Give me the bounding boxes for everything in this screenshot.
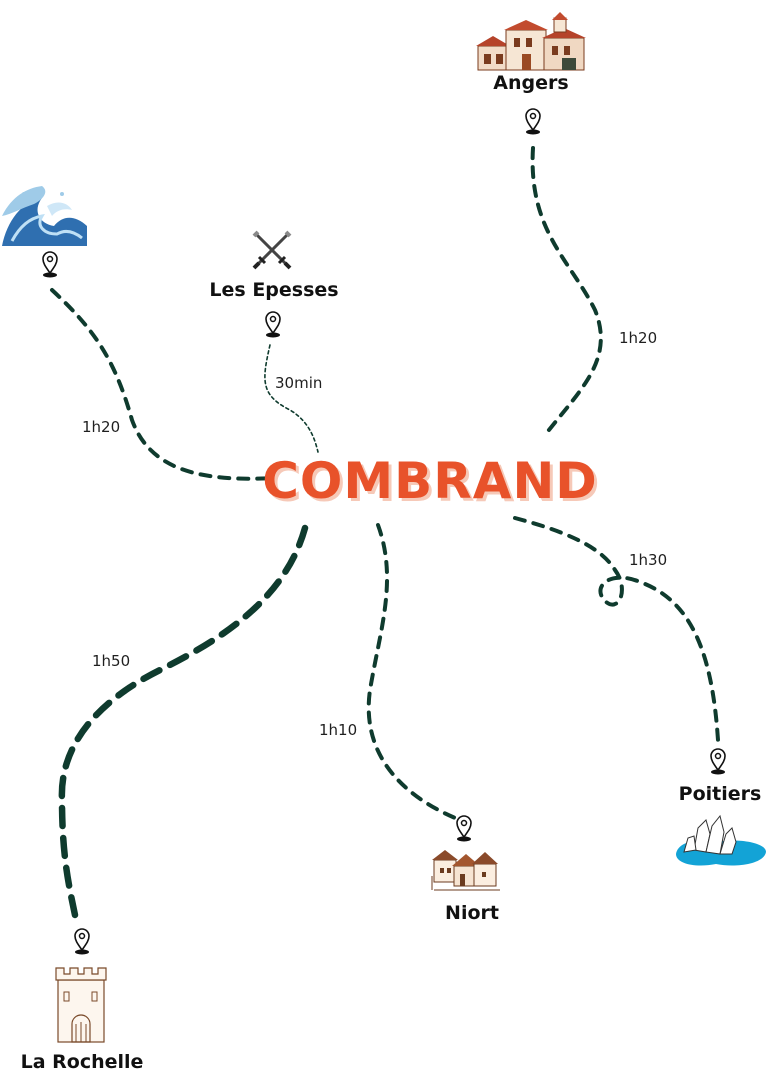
- route-poitiers: [513, 516, 720, 742]
- crystal-lake-icon: [676, 814, 766, 866]
- ocean-wave-icon: [2, 186, 87, 246]
- pin-icon-larochelle: [74, 928, 90, 955]
- pin-icon-niort: [456, 815, 472, 842]
- tower-icon: [55, 967, 107, 1043]
- duration-label-niort: 1h10: [319, 721, 358, 739]
- duration-label-angers: 1h20: [619, 329, 658, 347]
- pin-icon-poitiers: [710, 748, 726, 775]
- center-town-label: COMBRAND: [262, 452, 598, 510]
- pin-icon-angers: [525, 108, 541, 135]
- pin-icon-coast: [42, 251, 58, 278]
- route-epesses: [264, 344, 319, 453]
- city-label-les-epesses: Les Epesses: [209, 279, 339, 301]
- pin-icon-epesses: [265, 311, 281, 338]
- route-niort: [366, 523, 462, 822]
- village-houses-icon: [431, 850, 500, 891]
- duration-label-coast: 1h20: [82, 418, 121, 436]
- city-label-poitiers: Poitiers: [678, 783, 762, 805]
- town-houses-icon: [476, 12, 586, 71]
- crossed-swords-icon: [252, 230, 292, 270]
- route-coast: [50, 288, 277, 481]
- city-label-angers: Angers: [493, 72, 569, 94]
- city-label-niort: Niort: [445, 902, 499, 924]
- route-larochelle: [58, 524, 309, 924]
- duration-label-la-rochelle: 1h50: [92, 652, 131, 670]
- duration-label-poitiers: 1h30: [629, 551, 668, 569]
- duration-label-les-epesses: 30min: [275, 374, 323, 392]
- route-angers: [530, 146, 603, 437]
- city-label-la-rochelle: La Rochelle: [20, 1051, 144, 1073]
